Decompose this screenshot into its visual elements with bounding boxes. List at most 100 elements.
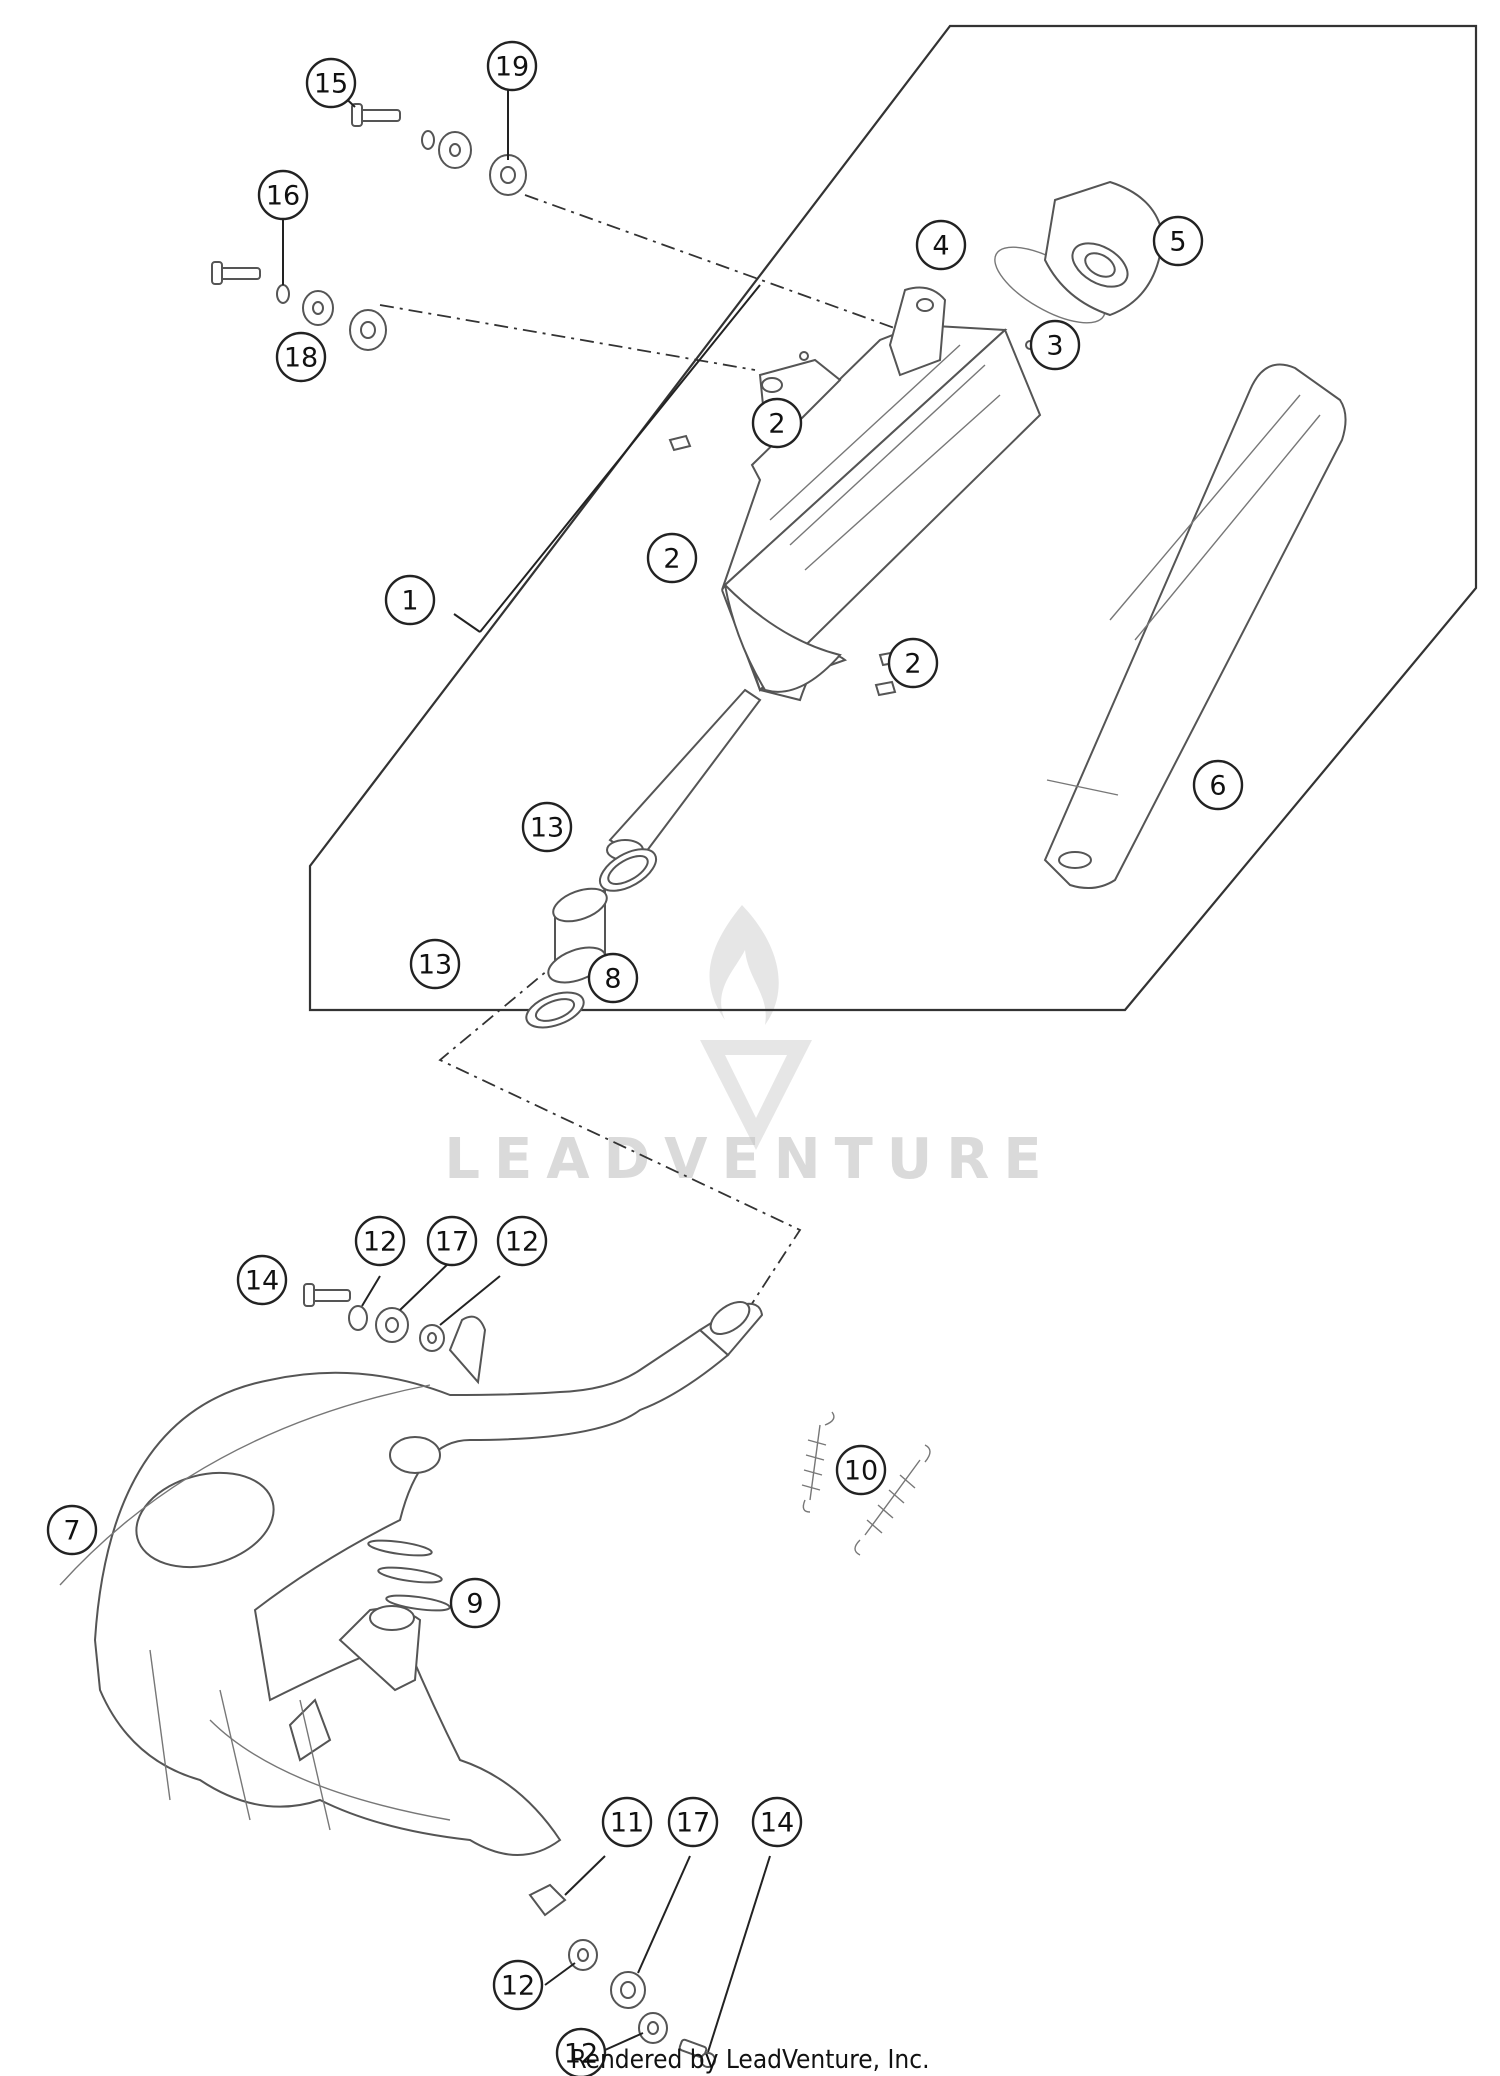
connector-assembly [525,848,658,1029]
callout-circle [915,219,967,271]
callout-7: 7 [46,1504,98,1556]
callout-13: 13 [521,801,573,853]
screw-2b [668,434,692,452]
callout-circle [1152,215,1204,267]
callout-1: 1 [384,574,436,626]
pipe-bracket-lower [288,1698,332,1762]
spring-10a [802,1411,835,1513]
callout-number: 12 [505,1227,539,1258]
callout-3: 3 [1029,319,1081,371]
callout-2: 2 [751,397,803,449]
callout-number: 2 [663,544,680,575]
sleeve-6 [1043,363,1347,890]
callout-2: 2 [887,637,939,689]
callout-number: 10 [844,1456,878,1487]
silencer-sleeve [1043,363,1347,890]
lower-mount-hardware [211,261,387,351]
callout-circle [887,637,939,689]
screw-2a [799,351,809,361]
callout-9: 9 [449,1577,501,1629]
callout-number: 7 [63,1516,80,1547]
callout-number: 3 [1046,331,1063,362]
callout-number: 18 [284,343,318,374]
callout-number: 13 [418,950,452,981]
callout-number: 1 [401,586,418,617]
callout-number: 12 [363,1227,397,1258]
springs-10 [801,1411,931,1556]
silencer-inlet-pipe [608,688,762,862]
callout-circle [1029,319,1081,371]
callout-circle [384,574,436,626]
callout-14: 14 [751,1796,803,1848]
callout-circle [275,331,327,383]
muffler-assembly-outline [308,24,1478,1012]
callout-2: 2 [646,532,698,584]
upper-mount-hardware [351,103,527,196]
callout-18: 18 [275,331,327,383]
callout-5: 5 [1152,215,1204,267]
upper-bracket [888,286,947,377]
callout-11: 11 [601,1796,653,1848]
assembly-line-19 [524,194,901,331]
callout-number: 16 [266,181,300,212]
pipe-mount-hardware-upper [303,1283,445,1352]
callout-number: 8 [604,964,621,995]
callout-12: 12 [354,1215,406,1267]
exhaust-pipe [59,1301,764,1856]
o-ring-16 [276,284,290,304]
callout-circle [667,1796,719,1848]
callout-15: 15 [305,57,357,109]
callout-number: 11 [610,1808,644,1839]
callout-4: 4 [915,219,967,271]
callout-circle [492,1959,544,2011]
callout-number: 13 [530,813,564,844]
leadventure-watermark: LEADVENTURE [444,905,1055,1192]
callout-14: 14 [236,1254,288,1306]
callout-10: 10 [835,1444,887,1496]
callout-circle [587,952,639,1004]
o-ring-small-15 [421,130,435,150]
callout-number: 9 [466,1589,483,1620]
callout-12: 12 [496,1215,548,1267]
pipe-mount-hardware-lower [528,1883,716,2068]
assembly-line-pipe [438,959,802,1326]
end-cap-assembly [994,180,1161,324]
silencer-body [606,286,1042,862]
callout-number: 14 [760,1808,794,1839]
watermark-v-logo [700,1040,812,1150]
callout-number: 5 [1169,227,1186,258]
callout-circle [449,1577,501,1629]
callout-circle [1192,759,1244,811]
watermark-wordmark: LEADVENTURE [444,1127,1055,1192]
callout-number: 2 [768,409,785,440]
callout-circle [751,1796,803,1848]
callout-6: 6 [1192,759,1244,811]
callout-number: 12 [564,2039,598,2070]
callout-12: 12 [492,1959,544,2011]
callout-circle [46,1504,98,1556]
callout-circle [496,1215,548,1267]
callout-number: 17 [435,1227,469,1258]
callout-number: 19 [495,52,529,83]
washer-12-a [348,1305,368,1331]
callout-number: 12 [501,1971,535,2002]
bolt-14-upper [309,1289,351,1302]
pipe-7 [93,1328,730,1856]
callout-circle [601,1796,653,1848]
callout-circle [835,1444,887,1496]
callout-circle [354,1215,406,1267]
callout-19: 19 [486,40,538,92]
callout-circle [555,2027,607,2076]
bolt-16 [217,267,261,280]
callout-circle [751,397,803,449]
footer-credit: Rendered by LeadVenture, Inc. [570,2045,929,2075]
callout-17: 17 [426,1215,478,1267]
callout-circle [646,532,698,584]
bolt-15 [357,109,401,122]
callout-13: 13 [409,938,461,990]
callout-circle [409,938,461,990]
callout-12: 12 [555,2027,607,2076]
bolt-15-head [351,103,363,127]
